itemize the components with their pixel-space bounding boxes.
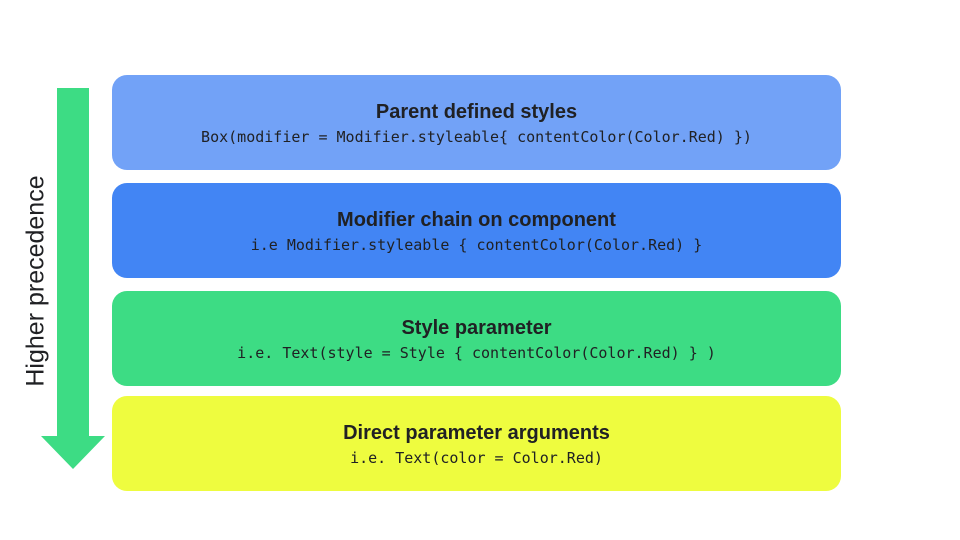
layer-code: i.e. Text(style = Style { contentColor(C… bbox=[237, 344, 716, 362]
layer-parent-defined-styles: Parent defined styles Box(modifier = Mod… bbox=[112, 75, 841, 170]
layer-title: Parent defined styles bbox=[375, 101, 578, 123]
layer-code: i.e Modifier.styleable { contentColor(Co… bbox=[250, 236, 703, 254]
layer-modifier-chain: Modifier chain on component i.e Modifier… bbox=[112, 183, 841, 278]
layer-code: Box(modifier = Modifier.styleable{ conte… bbox=[201, 128, 752, 146]
layer-direct-parameter-arguments: Direct parameter arguments i.e. Text(col… bbox=[112, 396, 841, 491]
layer-title: Direct parameter arguments bbox=[343, 422, 610, 444]
layer-code: i.e. Text(color = Color.Red) bbox=[350, 449, 603, 467]
precedence-label: Higher precedence bbox=[21, 175, 50, 387]
layer-title: Style parameter bbox=[401, 317, 552, 339]
precedence-arrow bbox=[41, 88, 105, 469]
layer-title: Modifier chain on component bbox=[337, 209, 616, 231]
layer-style-parameter: Style parameter i.e. Text(style = Style … bbox=[112, 291, 841, 386]
precedence-arrow-shape bbox=[41, 88, 105, 469]
